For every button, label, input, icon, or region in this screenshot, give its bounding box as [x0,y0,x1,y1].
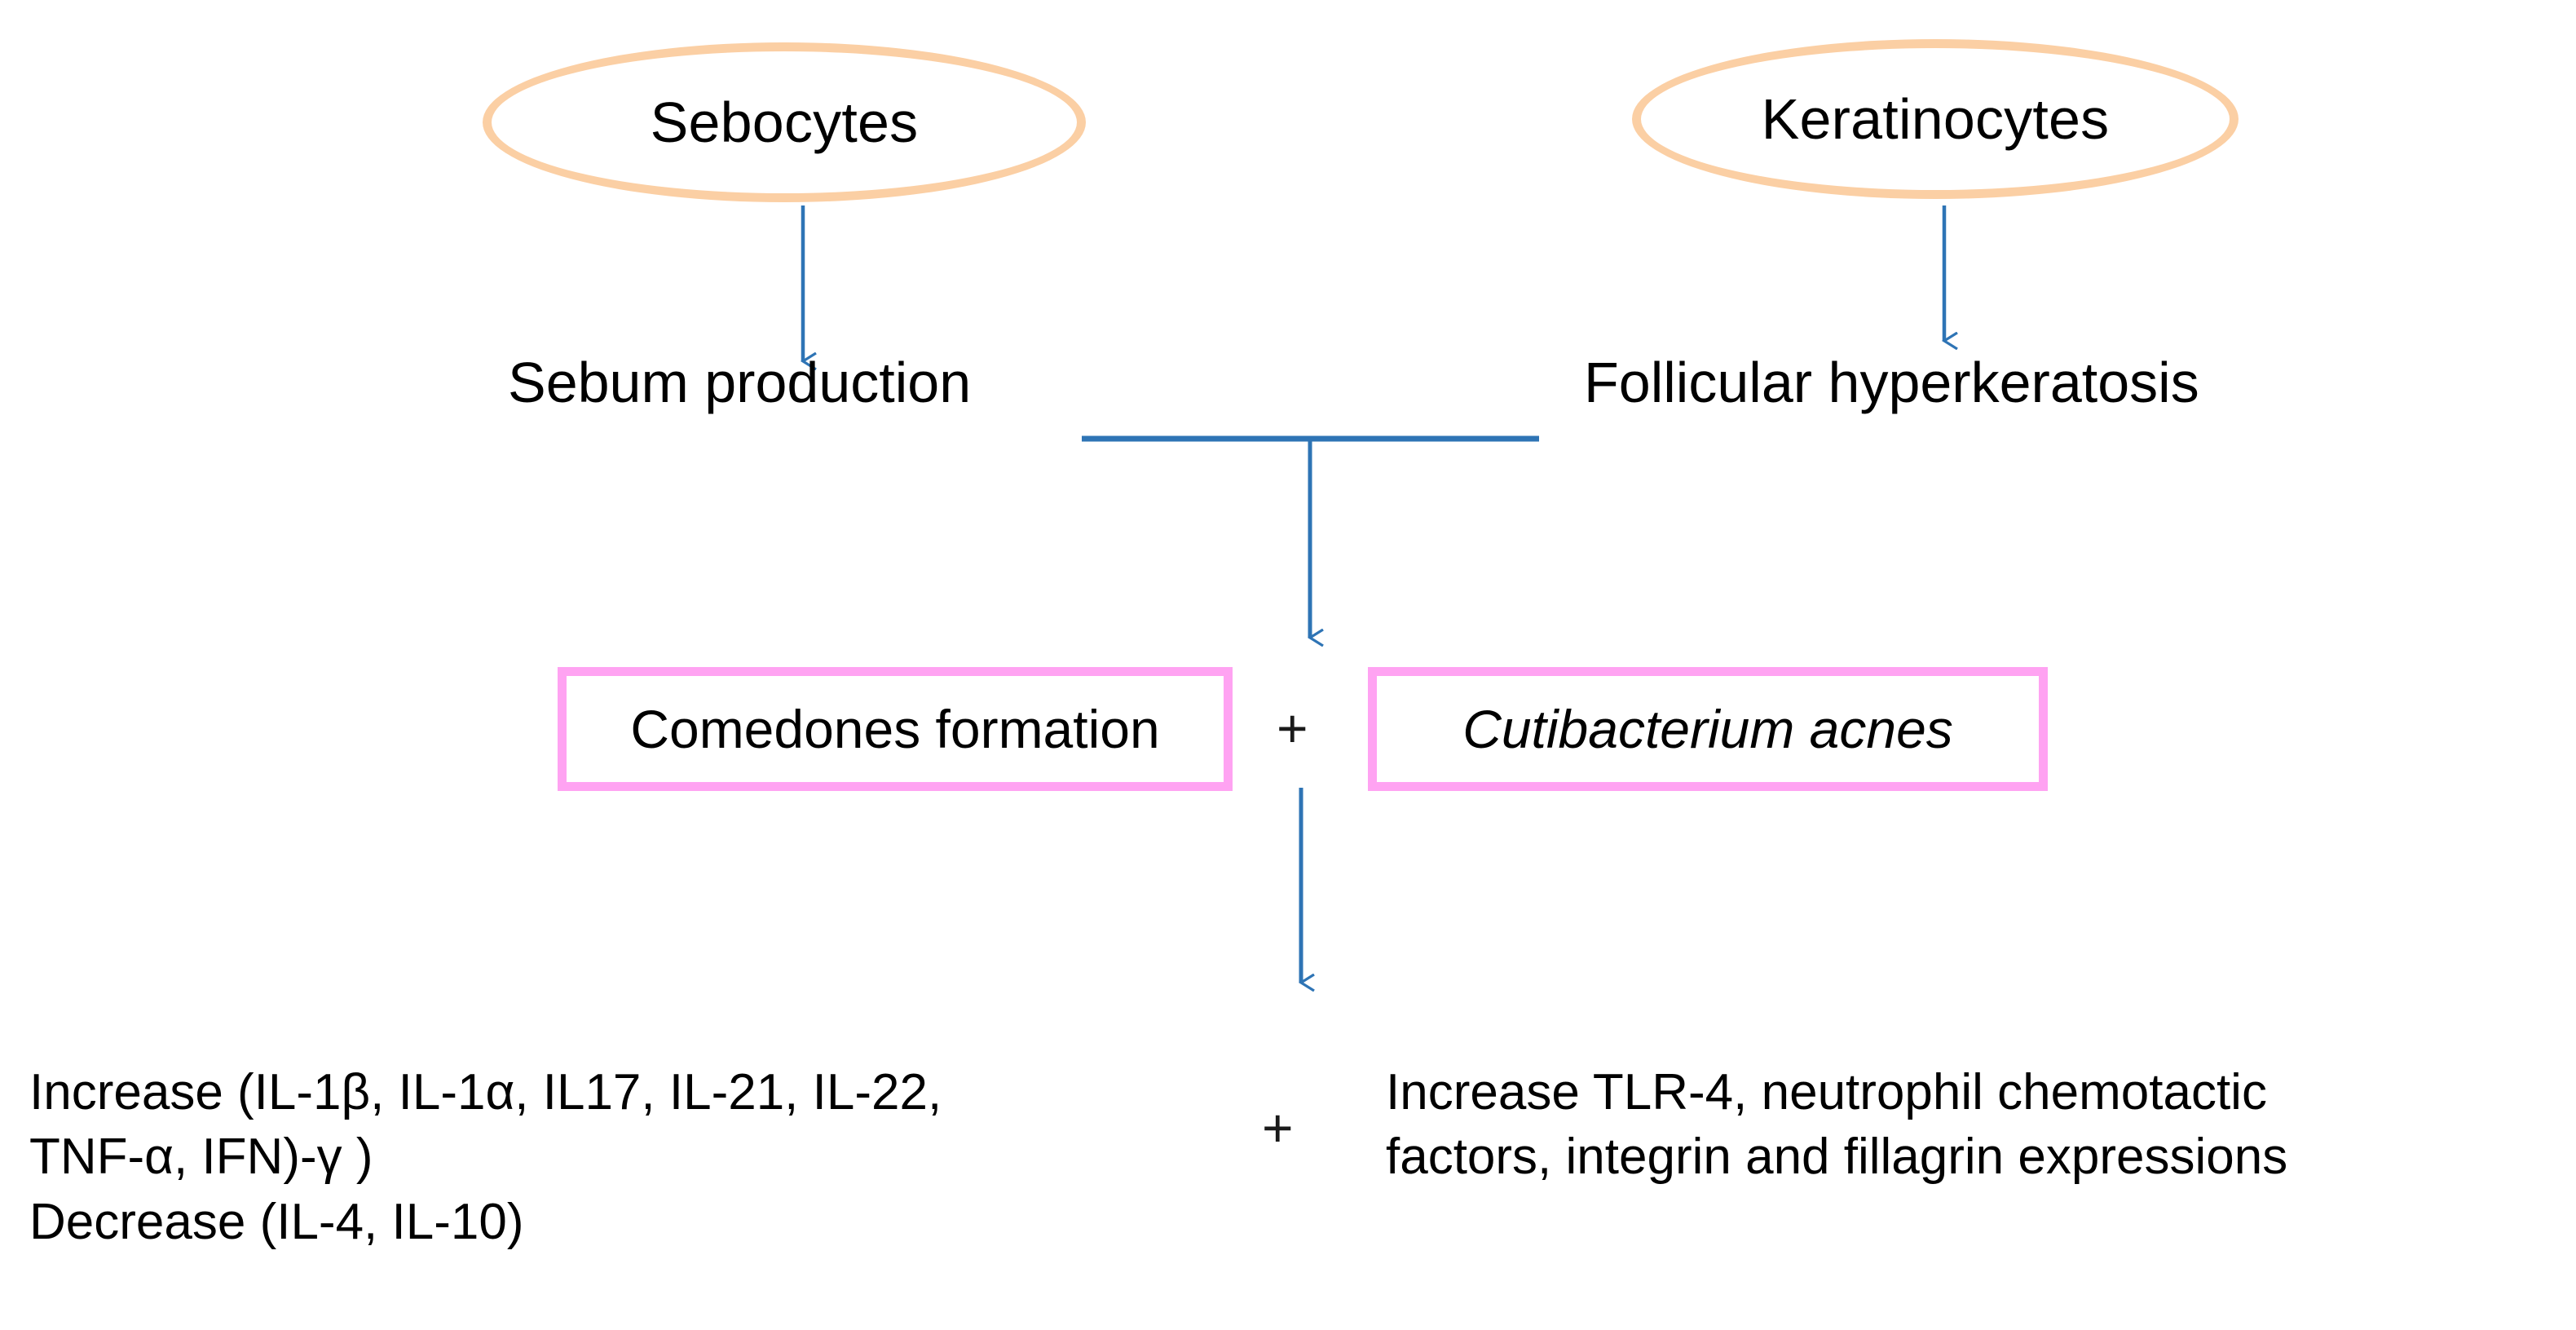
node-cutibacterium-acnes-label: Cutibacterium acnes [1462,699,1953,759]
node-sebum-production: Sebum production [508,351,972,414]
node-keratinocytes: Keratinocytes [1632,39,2239,199]
node-sebocytes: Sebocytes [483,42,1086,202]
outcome-left-line-1: Increase (IL-1β, IL-1α, IL17, IL-21, IL-… [29,1064,942,1120]
outcome-right-line-2: factors, integrin and fillagrin expressi… [1386,1129,2288,1186]
outcome-left-line-3: Decrease (IL-4, IL-10) [29,1193,524,1250]
node-follicular-hyperkeratosis: Follicular hyperkeratosis [1584,351,2199,414]
outcome-right-block: Increase TLR-4, neutrophil chemotactic f… [1386,1060,2560,1190]
node-comedones-formation-label: Comedones formation [630,699,1160,759]
node-comedones-formation: Comedones formation [558,667,1233,791]
outcome-left-line-2: TNF-α, IFN)-γ ) [29,1129,373,1186]
node-cutibacterium-acnes: Cutibacterium acnes [1368,667,2048,791]
node-keratinocytes-label: Keratinocytes [1761,87,2110,151]
node-sebocytes-label: Sebocytes [650,91,919,154]
plus-operator-bottom: + [1262,1098,1294,1158]
plus-operator-middle: + [1277,698,1308,758]
outcome-right-line-1: Increase TLR-4, neutrophil chemotactic [1386,1064,2267,1120]
outcome-left-block: Increase (IL-1β, IL-1α, IL17, IL-21, IL-… [29,1060,1187,1254]
